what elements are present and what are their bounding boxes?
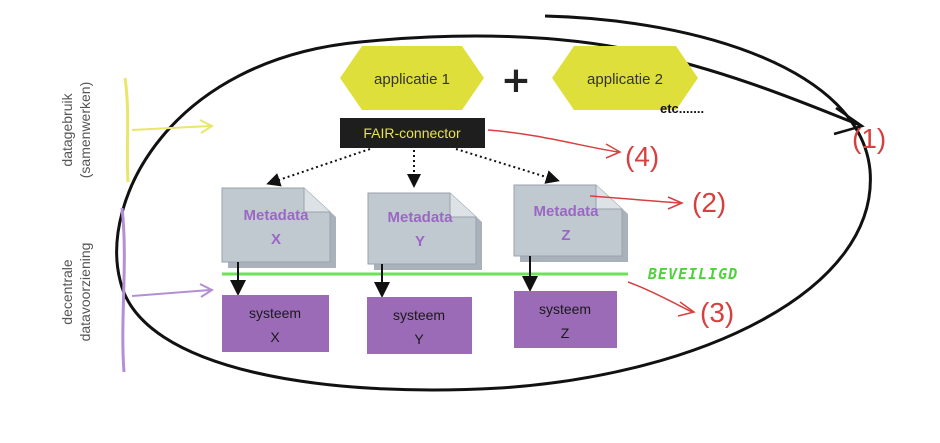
dotted-arrow-z: [455, 148, 560, 184]
metadata-x-title: Metadata: [243, 207, 309, 224]
metadata-doc-y[interactable]: Metadata Y: [367, 192, 482, 270]
side-label-top-line1: datagebruik: [59, 92, 75, 166]
system-z-letter: Z: [561, 325, 570, 341]
callout-2-arrow: [589, 195, 684, 210]
system-z-box[interactable]: [514, 291, 617, 348]
side-bracket-bottom: [120, 207, 126, 373]
fair-connector-label: FAIR-connector: [363, 125, 461, 141]
callout-3: (3): [700, 297, 734, 328]
side-label-bottom-line1: decentrale: [59, 259, 75, 325]
metadata-y-letter: Y: [415, 233, 425, 250]
scope-ellipse: [115, 14, 872, 392]
application-2-label: applicatie 2: [587, 71, 663, 88]
metadata-x-letter: X: [271, 231, 281, 248]
system-x-box[interactable]: [222, 295, 329, 352]
system-x-letter: X: [270, 329, 280, 345]
application-1-label: applicatie 1: [374, 71, 450, 88]
side-label-top-line2: (samenwerken): [77, 82, 93, 178]
system-y-label: systeem: [393, 307, 445, 323]
system-y-box[interactable]: [367, 297, 472, 354]
system-x-label: systeem: [249, 305, 301, 321]
system-z-label: systeem: [539, 301, 591, 317]
side-label-top: datagebruik (samenwerken): [59, 82, 93, 178]
fair-connector-box[interactable]: [340, 118, 485, 148]
side-label-bottom-line2: datavoorziening: [77, 243, 93, 342]
callout-4: (4): [625, 141, 659, 172]
metadata-z-title: Metadata: [533, 203, 599, 220]
application-1-hexagon[interactable]: [340, 46, 484, 110]
etc-label: etc.......: [660, 101, 704, 116]
secured-label: BEVEILIGD: [647, 265, 738, 283]
plus-sign: +: [501, 60, 531, 101]
metadata-y-title: Metadata: [387, 209, 453, 226]
side-arrow-bottom: [131, 283, 215, 298]
callout-1: (1): [852, 123, 886, 154]
scope-ellipse-arrowhead: [833, 106, 865, 136]
side-label-bottom: decentrale datavoorziening: [59, 243, 93, 342]
metadata-doc-x[interactable]: Metadata X: [221, 187, 336, 268]
application-2-hexagon[interactable]: [552, 46, 698, 110]
callout-4-arrow: [487, 129, 622, 159]
callout-2: (2): [692, 187, 726, 218]
metadata-z-letter: Z: [561, 227, 570, 244]
callout-3-arrow: [627, 281, 696, 317]
side-bracket-top: [123, 77, 130, 183]
dotted-arrow-x: [266, 148, 371, 187]
side-arrow-top: [131, 119, 215, 134]
metadata-doc-z[interactable]: Metadata Z: [513, 184, 628, 262]
system-y-letter: Y: [414, 331, 424, 347]
